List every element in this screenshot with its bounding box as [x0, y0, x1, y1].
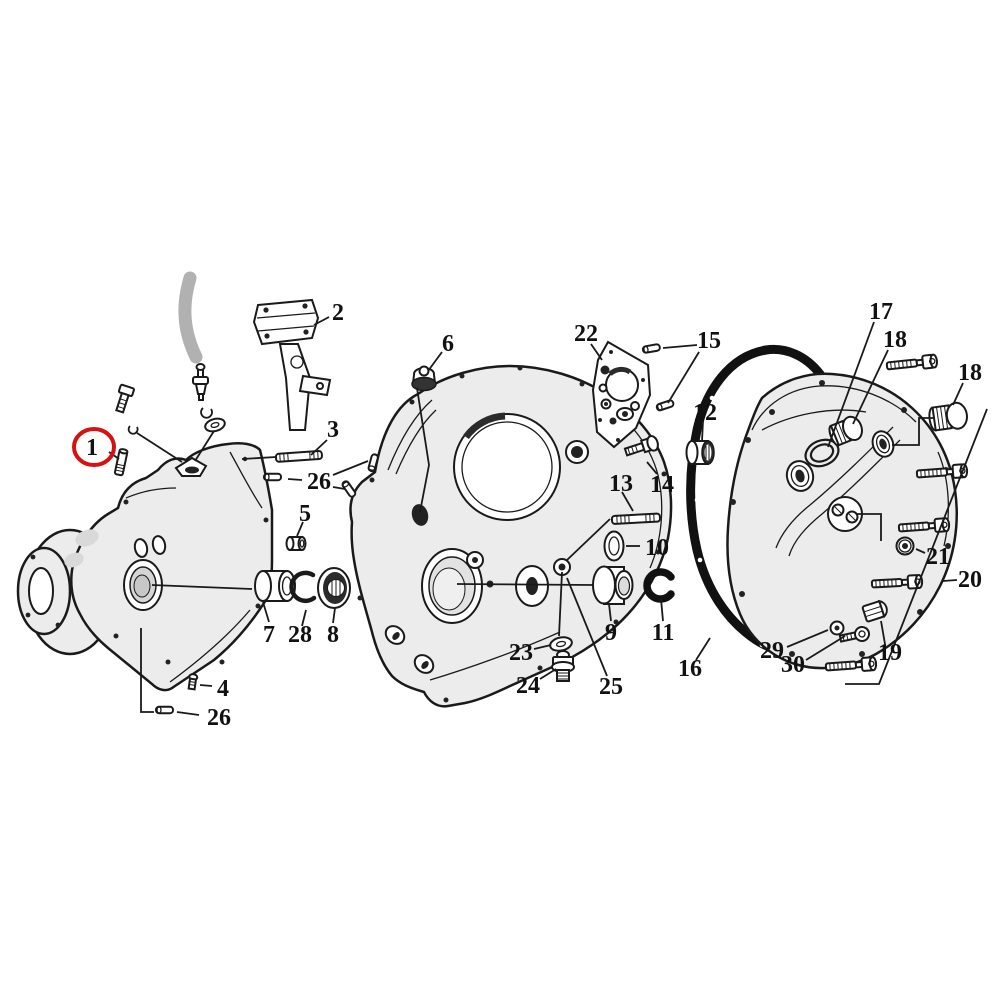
part-label-29: 29 — [760, 638, 784, 664]
leader-lines — [108, 316, 988, 716]
left-crankcase-half — [16, 442, 274, 692]
breather-washer — [204, 417, 226, 433]
part-label-22: 22 — [574, 321, 598, 347]
retaining-ring-part28 — [289, 570, 317, 604]
stud-part3 — [274, 450, 323, 463]
part-label-7: 7 — [263, 622, 275, 648]
part-label-20: 20 — [958, 567, 982, 593]
dowel-pin-15a — [641, 342, 662, 355]
part-label-17: 17 — [869, 299, 893, 325]
part-label-26b: 26 — [207, 705, 231, 731]
breather-hose — [178, 271, 203, 364]
part-label-23: 23 — [509, 640, 533, 666]
part-label-15: 15 — [697, 328, 721, 354]
stud-part13 — [610, 512, 661, 525]
drain-plug-part24 — [551, 650, 575, 682]
stud-part1 — [113, 448, 129, 477]
o-ring-part17 — [804, 438, 840, 468]
dowel-pin-26b — [155, 705, 174, 715]
part-label-18a: 18 — [883, 327, 907, 353]
part-label-13: 13 — [609, 471, 633, 497]
part-label-11: 11 — [652, 620, 675, 646]
part-label-21: 21 — [926, 544, 950, 570]
part-label-14: 14 — [650, 472, 674, 498]
washer-part29 — [829, 620, 845, 636]
clip-below-bolt — [127, 425, 139, 435]
highlight-circle — [72, 427, 116, 467]
bushing-part5 — [285, 536, 307, 551]
spacer-part7 — [254, 570, 296, 602]
part-label-4: 4 — [217, 676, 229, 702]
plug-part18b — [928, 401, 968, 432]
right-crankcase-half — [349, 364, 673, 708]
seal-part9 — [592, 565, 634, 605]
part-label-19: 19 — [878, 640, 902, 666]
breather-fitting — [192, 363, 209, 401]
retaining-ring-part11 — [643, 568, 675, 603]
part-label-9: 9 — [605, 620, 617, 646]
part-label-25: 25 — [599, 674, 623, 700]
hex-bolt-top — [115, 383, 135, 414]
part-label-5: 5 — [299, 501, 311, 527]
screw-part4 — [187, 673, 199, 691]
part-label-26a: 26 — [307, 469, 331, 495]
plug-part6 — [411, 365, 437, 392]
part-label-16: 16 — [678, 656, 702, 682]
sprocket-cover-plate — [591, 340, 652, 449]
bearing-part12 — [685, 440, 715, 465]
part-label-30: 30 — [781, 652, 805, 678]
part-label-3: 3 — [327, 417, 339, 443]
engine-mount-bracket — [252, 298, 332, 431]
dowel-pin-26a-h — [263, 472, 282, 482]
acorn-nut-part19 — [861, 599, 888, 623]
part-label-18b: 18 — [958, 360, 982, 386]
part-label-24: 24 — [516, 673, 540, 699]
part-label-12: 12 — [693, 400, 717, 426]
part-label-10: 10 — [645, 535, 669, 561]
part-label-8: 8 — [327, 622, 339, 648]
part-label-1: 1 — [86, 435, 98, 461]
dowel-pin-15b — [655, 398, 676, 413]
part-label-6: 6 — [442, 331, 454, 357]
callout-labels: 1 2 3 4 5 6 7 8 9 10 11 12 13 14 15 16 1… — [72, 299, 982, 731]
washer-part10 — [603, 530, 625, 562]
bolt-part14 — [623, 435, 659, 457]
bearing-part8 — [317, 567, 351, 609]
part-label-28: 28 — [288, 622, 312, 648]
part-label-2: 2 — [332, 300, 344, 326]
retaining-clip-small — [200, 407, 213, 419]
nut-part21 — [895, 536, 915, 556]
